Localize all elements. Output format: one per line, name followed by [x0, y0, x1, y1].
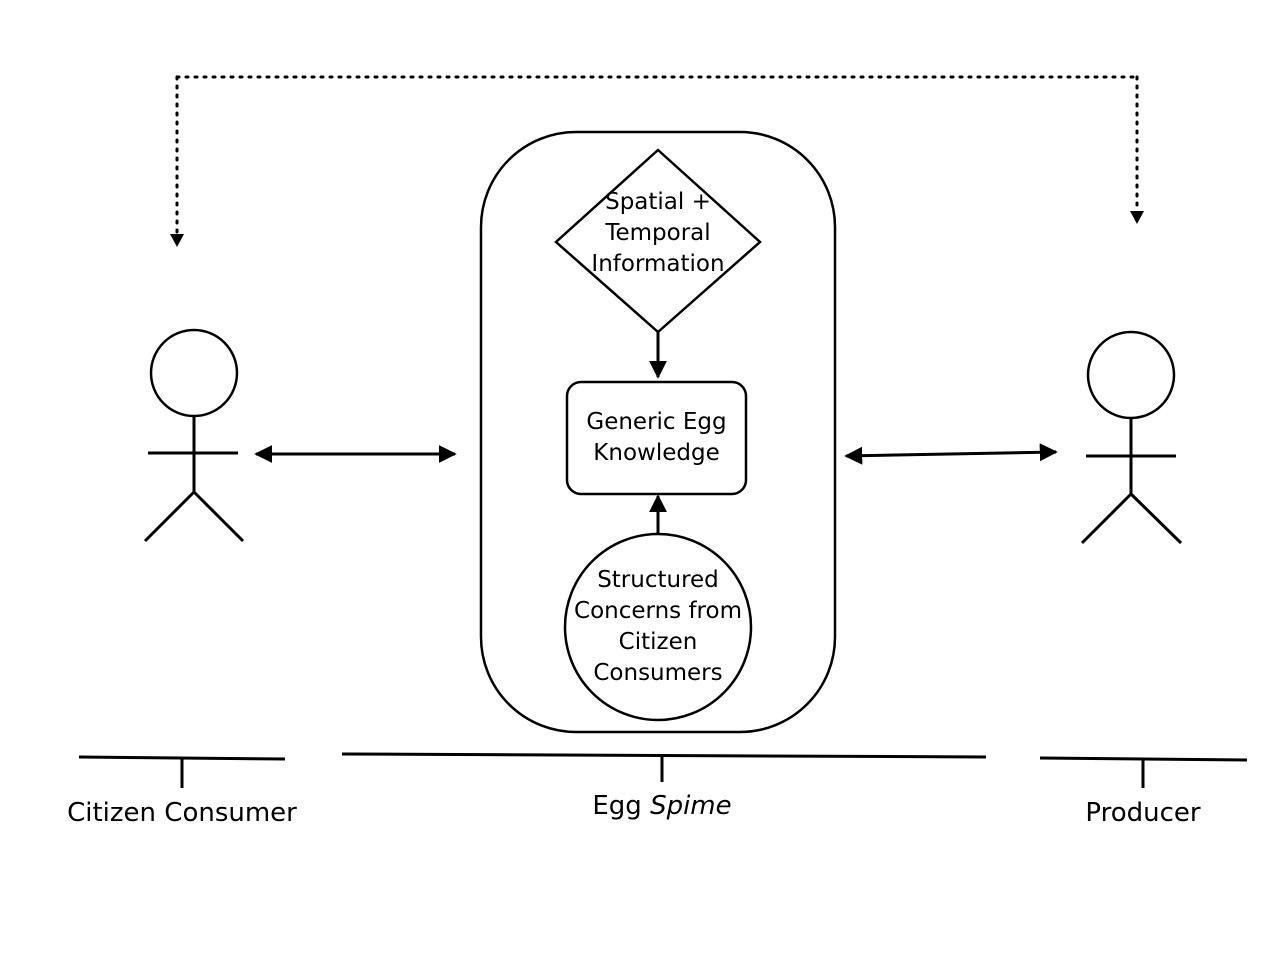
producer-caption: Producer [1085, 798, 1201, 828]
consumer-bracket [78, 755, 286, 788]
structured-concerns-circle [563, 532, 753, 722]
producer-bracket [1039, 756, 1248, 788]
generic-line-1: Generic Egg [586, 409, 727, 435]
citizen-consumer-figure [143, 328, 245, 543]
spatial-line-2: Temporal [605, 219, 711, 246]
generic-knowledge-label: Generic Egg Knowledge [567, 382, 746, 494]
spime-container [479, 130, 837, 734]
egg-spime-caption: Egg Spime [512, 791, 812, 821]
citizen-consumer-caption: Citizen Consumer [67, 798, 297, 828]
generic-knowledge-box [565, 380, 748, 496]
egg-spime-prefix: Egg [592, 791, 642, 821]
concerns-line-2: Concerns from [574, 598, 742, 624]
spime-bracket [341, 752, 987, 782]
dotted-connector-left-arrowhead [170, 234, 184, 247]
generic-line-2: Knowledge [593, 440, 720, 466]
spime-producer-double-arrow [844, 443, 1058, 465]
structured-concerns-label: Structured Concerns from Citizen Consume… [566, 564, 750, 690]
concerns-line-3: Citizen [618, 629, 698, 655]
egg-spime-emphasis: Spime [650, 791, 732, 821]
concerns-line-1: Structured [597, 567, 719, 593]
spatial-temporal-label: Spatial + Temporal Information [568, 186, 748, 280]
producer-figure [1080, 330, 1183, 545]
spatial-line-3: Information [591, 250, 725, 277]
concerns-line-4: Consumers [593, 660, 723, 686]
spatial-line-1: Spatial + [605, 188, 711, 215]
dotted-connector-right-arrowhead [1130, 211, 1144, 224]
